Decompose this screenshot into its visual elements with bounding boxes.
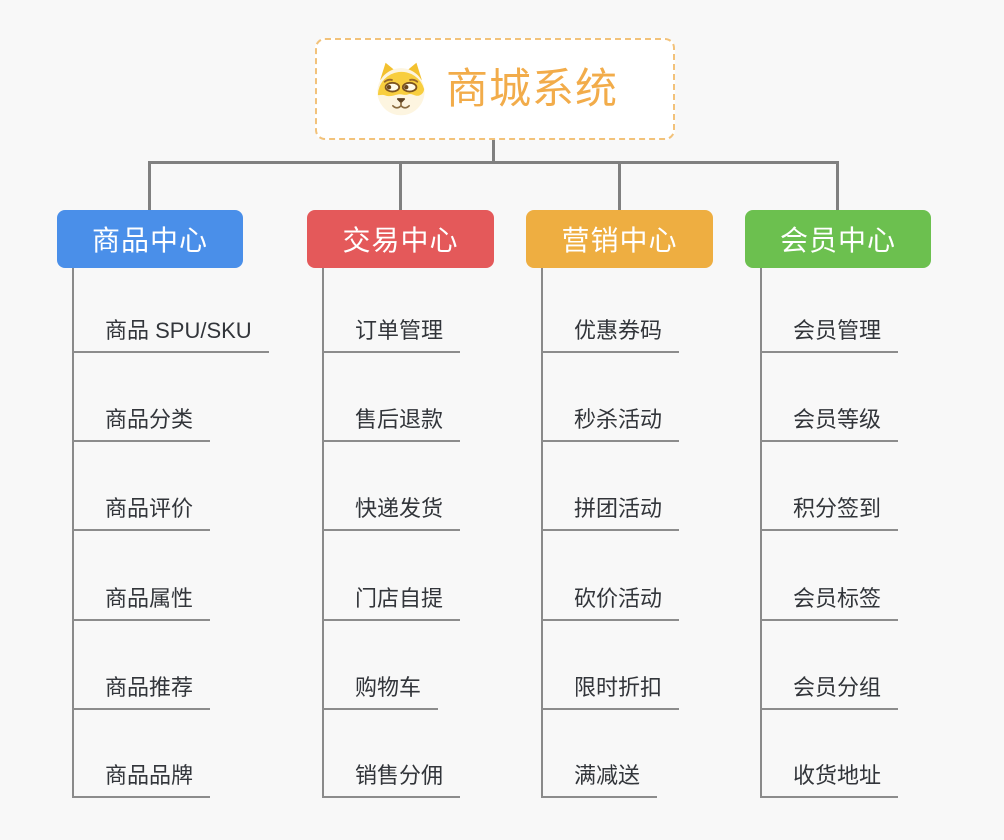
leaf-item[interactable]: 商品推荐	[72, 674, 211, 710]
leaf-item[interactable]: 商品品牌	[72, 762, 211, 798]
leaf-item[interactable]: 砍价活动	[541, 585, 680, 621]
leaf-item[interactable]: 收货地址	[760, 762, 899, 798]
branch-product-center: 商品中心 商品 SPU/SKU 商品分类 商品评价 商品属性 商品推荐 商品品牌	[57, 210, 269, 798]
branch-drop-connector	[399, 161, 402, 210]
branch-trunk-connector	[72, 268, 74, 798]
leaf-item[interactable]: 销售分佣	[322, 762, 461, 798]
branch-node-product-center[interactable]: 商品中心	[57, 210, 243, 268]
leaf-item[interactable]: 购物车	[322, 674, 439, 710]
root-stem-connector	[492, 140, 495, 163]
leaf-item[interactable]: 拼团活动	[541, 495, 680, 531]
root-title: 商城系统	[445, 65, 618, 112]
leaf-item[interactable]: 秒杀活动	[541, 406, 680, 442]
leaf-item[interactable]: 会员等级	[760, 406, 899, 442]
branch-marketing-center: 营销中心 优惠券码 秒杀活动 拼团活动 砍价活动 限时折扣 满减送	[526, 210, 713, 798]
leaf-item[interactable]: 会员标签	[760, 585, 899, 621]
branch-node-trade-center[interactable]: 交易中心	[307, 210, 494, 268]
leaf-item[interactable]: 会员管理	[760, 317, 899, 353]
branch-trade-center: 交易中心 订单管理 售后退款 快递发货 门店自提 购物车 销售分佣	[307, 210, 494, 798]
branch-drop-connector	[148, 161, 151, 210]
branch-drop-connector	[836, 161, 839, 210]
leaf-item[interactable]: 商品分类	[72, 406, 211, 442]
leaf-item[interactable]: 限时折扣	[541, 674, 680, 710]
leaf-item[interactable]: 满减送	[541, 762, 658, 798]
branch-trunk-connector	[760, 268, 762, 798]
leaf-item[interactable]: 快递发货	[322, 495, 461, 531]
leaf-item[interactable]: 会员分组	[760, 674, 899, 710]
root-node[interactable]: 商城系统	[315, 38, 675, 140]
branch-node-member-center[interactable]: 会员中心	[745, 210, 931, 268]
leaf-item[interactable]: 商品 SPU/SKU	[72, 317, 269, 353]
leaf-item[interactable]: 积分签到	[760, 495, 899, 531]
leaf-item[interactable]: 商品评价	[72, 495, 211, 531]
leaf-item[interactable]: 优惠券码	[541, 317, 680, 353]
leaf-item[interactable]: 订单管理	[322, 317, 461, 353]
leaf-item[interactable]: 售后退款	[322, 406, 461, 442]
branch-member-center: 会员中心 会员管理 会员等级 积分签到 会员标签 会员分组 收货地址	[745, 210, 931, 798]
branch-node-marketing-center[interactable]: 营销中心	[526, 210, 713, 268]
branch-bus-connector	[148, 161, 839, 164]
branch-trunk-connector	[541, 268, 543, 798]
leaf-item[interactable]: 门店自提	[322, 585, 461, 621]
leaf-item[interactable]: 商品属性	[72, 585, 211, 621]
dog-face-icon	[377, 62, 425, 116]
branch-drop-connector	[618, 161, 621, 210]
branch-trunk-connector	[322, 268, 324, 798]
